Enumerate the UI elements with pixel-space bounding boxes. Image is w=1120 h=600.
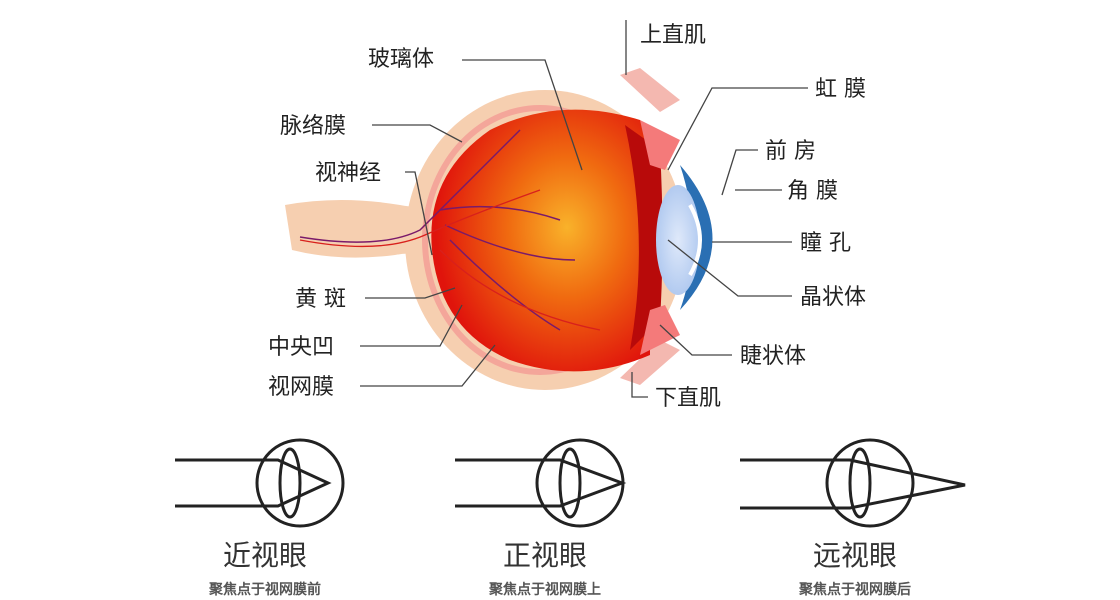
ciliary-band <box>625 125 663 350</box>
emmetropia-title: 正视眼 <box>503 539 587 572</box>
lens-shape <box>656 185 700 295</box>
label-pupil: 瞳 孔 <box>800 231 851 256</box>
label-cornea: 角 膜 <box>787 179 838 204</box>
label-iris: 虹 膜 <box>815 77 866 102</box>
optic-nerve-shape <box>285 200 445 262</box>
label-fovea: 中央凹 <box>268 335 334 360</box>
blood-vessels <box>299 129 576 331</box>
superior-rectus-muscle <box>620 68 680 112</box>
label-inferior-rectus: 下直肌 <box>655 386 721 411</box>
label-anterior-chamber: 前 房 <box>765 139 816 164</box>
hyperopia-subtitle: 聚焦点于视网膜后 <box>798 581 911 598</box>
myopia-subtitle: 聚焦点于视网膜前 <box>208 581 321 598</box>
leader-lines <box>360 20 808 398</box>
label-superior-rectus: 上直肌 <box>640 23 706 48</box>
label-choroid: 脉络膜 <box>280 114 346 139</box>
label-macula: 黄 斑 <box>295 287 346 312</box>
inferior-rectus-muscle <box>620 340 680 385</box>
label-optic-nerve: 视神经 <box>315 161 381 186</box>
emmetropia-diagram <box>455 438 627 528</box>
myopia-diagram <box>175 438 345 528</box>
label-lens: 晶状体 <box>800 285 866 310</box>
eye-interior <box>431 109 650 372</box>
label-retina: 视网膜 <box>268 375 334 400</box>
label-ciliary-body: 睫状体 <box>740 344 806 369</box>
hyperopia-title: 远视眼 <box>813 539 897 572</box>
label-vitreous: 玻璃体 <box>368 47 434 72</box>
red-vessels <box>299 189 601 331</box>
hyperopia-diagram <box>740 438 966 528</box>
pupil-shape <box>688 204 702 276</box>
ciliary-body-shape <box>640 120 680 355</box>
emmetropia-subtitle: 聚焦点于视网膜上 <box>488 581 601 598</box>
myopia-title: 近视眼 <box>223 539 307 572</box>
